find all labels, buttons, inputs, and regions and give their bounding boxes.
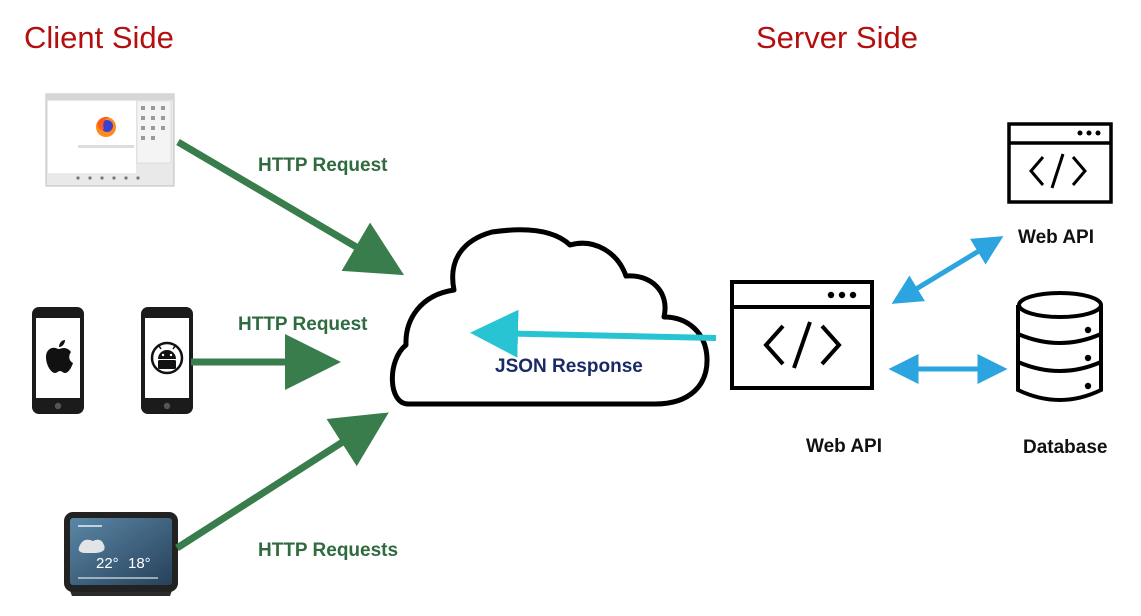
browser-request-arrow (176, 138, 405, 276)
device-request-label: HTTP Requests (258, 540, 398, 561)
display-temp-primary: 22° (96, 555, 119, 572)
mobile-request-label: HTTP Request (238, 314, 368, 335)
json-response-label: JSON Response (495, 356, 643, 377)
web-api-external-label: Web API (1018, 227, 1094, 248)
web-api-main-label: Web API (806, 436, 882, 457)
server-side-heading: Server Side (756, 20, 918, 55)
client-side-heading: Client Side (24, 20, 174, 55)
web-api-external-icon (1007, 122, 1113, 204)
cloud-icon (389, 227, 710, 407)
json-response-arrow (470, 309, 717, 358)
smart-display-icon: 22° 18° (64, 512, 178, 596)
browser-window-icon (45, 93, 175, 187)
database-label: Database (1023, 437, 1108, 458)
apple-phone-icon (32, 307, 84, 414)
database-icon (1016, 291, 1103, 402)
api-to-external-arrow (891, 236, 1004, 304)
device-request-arrow (175, 412, 389, 551)
web-api-main-icon (730, 280, 874, 390)
browser-request-label: HTTP Request (258, 155, 388, 176)
display-temp-secondary: 18° (128, 555, 151, 572)
android-phone-icon (141, 307, 193, 414)
